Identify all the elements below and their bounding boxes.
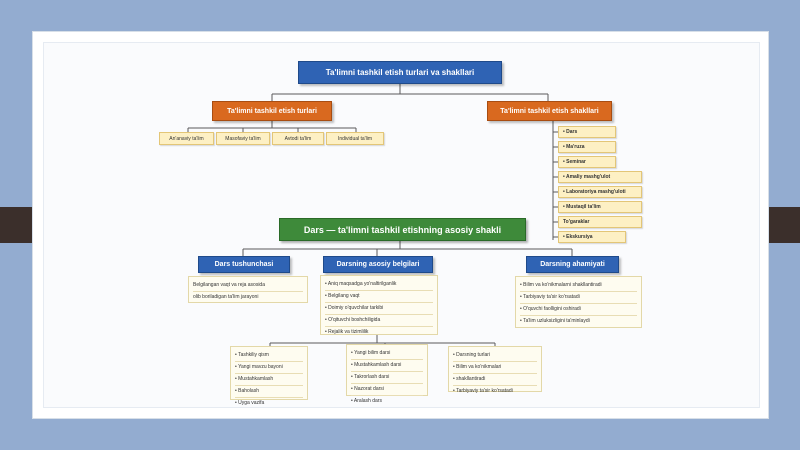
concept-line: olib boriladigan ta'lim jarayoni <box>193 294 259 300</box>
result-panel: Darsning turlari Bilim va ko'nikmalari s… <box>448 346 542 394</box>
type-item: Masofaviy ta'lim <box>216 132 270 145</box>
form-item: • Mustaqil ta'lim <box>558 201 642 213</box>
structure-item: Uyga vazifa <box>235 398 303 409</box>
structure-panel: Tashkiliy qism Yangi mavzu bayoni Mustah… <box>230 346 308 406</box>
concept-panel: Belgilangan vaqt va reja asosida olib bo… <box>188 276 308 303</box>
importance-item: Tarbiyaviy ta'sir ko'rsatadi <box>520 292 637 304</box>
lesson-type-item: Nazorat darsi <box>351 384 423 396</box>
feature-item: Aniq maqsadga yo'naltirilganlik <box>325 279 433 291</box>
type-item: Avtodi ta'lim <box>272 132 324 145</box>
structure-item: Yangi mavzu bayoni <box>235 362 303 374</box>
form-item: • Laboratoriya mashg'uloti <box>558 186 642 198</box>
structure-item: Baholash <box>235 386 303 398</box>
lesson-type-item: Yangi bilim darsi <box>351 348 423 360</box>
lesson-type-item: Aralash dars <box>351 396 423 407</box>
slide-frame <box>33 32 768 418</box>
concept-header: Dars tushunchasi <box>198 256 290 273</box>
lesson-types-panel: Yangi bilim darsi Mustahkamlash darsi Ta… <box>346 344 428 404</box>
form-item: • Dars <box>558 126 616 138</box>
center-concept: Dars — ta'limni tashkil etishning asosiy… <box>279 218 526 241</box>
importance-header: Darsning ahamiyati <box>526 256 619 273</box>
right-branch-header: Ta'limni tashkil etish shakllari <box>487 101 612 121</box>
feature-item: O'qituvchi boshchiligida <box>325 315 433 327</box>
result-item: Bilim va ko'nikmalari <box>453 362 537 374</box>
features-header: Darsning asosiy belgilari <box>323 256 433 273</box>
importance-item: O'quvchi faolligini oshiradi <box>520 304 637 316</box>
structure-item: Mustahkamlash <box>235 374 303 386</box>
importance-item: Ta'lim uzluksizligini ta'minlaydi <box>520 316 637 327</box>
diagram-title: Ta'limni tashkil etish turlari va shakll… <box>298 61 502 84</box>
feature-item: Doimiy o'quvchilar tarkibi <box>325 303 433 315</box>
form-item: To'garaklar <box>558 216 642 228</box>
structure-item: Tashkiliy qism <box>235 350 303 362</box>
result-item: Darsning turlari <box>453 350 537 362</box>
result-item: shakllantiradi <box>453 374 537 386</box>
concept-line: Belgilangan vaqt va reja asosida <box>193 280 303 292</box>
left-branch-header: Ta'limni tashkil etish turlari <box>212 101 332 121</box>
form-item: • Ekskursiya <box>558 231 626 243</box>
result-item: Tarbiyaviy ta'sir ko'rsatadi <box>453 386 537 397</box>
type-item: An'anaviy ta'lim <box>159 132 214 145</box>
features-panel: Aniq maqsadga yo'naltirilganlik Belgilan… <box>320 275 438 335</box>
lesson-type-item: Mustahkamlash darsi <box>351 360 423 372</box>
form-item: • Amaliy mashg'ulot <box>558 171 642 183</box>
importance-panel: Bilim va ko'nikmalarni shakllantiradi Ta… <box>515 276 642 328</box>
lesson-type-item: Takrorlash darsi <box>351 372 423 384</box>
form-item: • Ma'ruza <box>558 141 616 153</box>
feature-item: Belgilang vaqt <box>325 291 433 303</box>
importance-item: Bilim va ko'nikmalarni shakllantiradi <box>520 280 637 292</box>
form-item: • Seminar <box>558 156 616 168</box>
feature-item: Rejalik va tizimlilik <box>325 327 433 338</box>
type-item: Individual ta'lim <box>326 132 384 145</box>
